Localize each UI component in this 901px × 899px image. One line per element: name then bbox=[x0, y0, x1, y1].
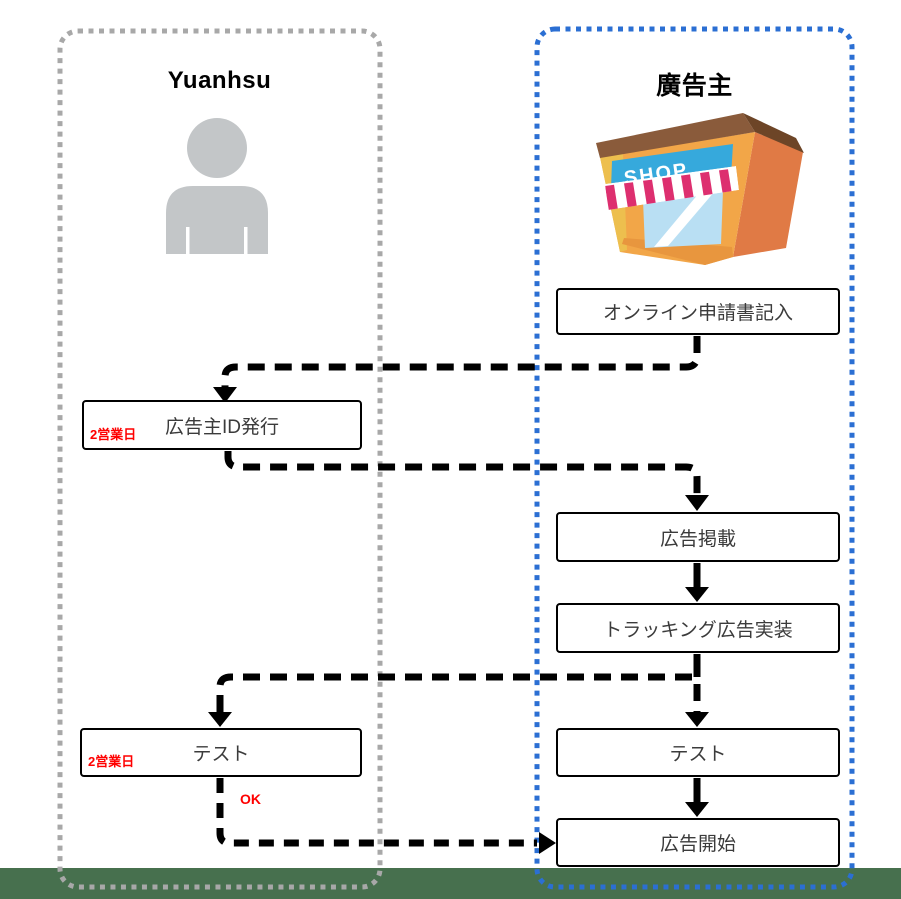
shop-icon: SHOP bbox=[596, 113, 804, 265]
lane-title-advertiser: 廣告主 bbox=[656, 72, 733, 100]
arrowhead-into-ad-start-left bbox=[539, 832, 556, 854]
shop-roof-side bbox=[743, 113, 804, 153]
person-head bbox=[187, 118, 247, 178]
arrowhead-into-ad-start-top bbox=[685, 802, 709, 817]
lane-title-yuanhsu: Yuanhsu bbox=[167, 67, 272, 94]
node-id-issue: 広告主ID発行 2営業日 bbox=[82, 400, 362, 450]
person-body bbox=[166, 186, 268, 254]
node-test-left: テスト 2営業日 bbox=[80, 728, 362, 777]
node-label: トラッキング広告実装 bbox=[603, 619, 793, 641]
node-tracking: トラッキング広告実装 bbox=[556, 603, 840, 653]
arrowhead-into-test-right bbox=[685, 712, 709, 727]
shop-side-wall bbox=[733, 132, 803, 257]
connector-test-left-to-ad-start bbox=[216, 778, 537, 847]
node-label: 広告主ID発行 bbox=[164, 416, 279, 438]
connector-id-issue-to-ad-publish bbox=[224, 451, 701, 497]
node-label: 広告開始 bbox=[659, 834, 736, 855]
person-icon bbox=[166, 118, 268, 254]
connector-online-form-to-id-issue bbox=[221, 336, 701, 390]
node-ad-start: 広告開始 bbox=[556, 818, 840, 867]
node-label: オンライン申請書記入 bbox=[602, 303, 793, 324]
person-arm-line bbox=[186, 227, 190, 254]
lane-left-border bbox=[57, 28, 383, 890]
shop-roof-front bbox=[596, 113, 755, 158]
sla-badge: 2営業日 bbox=[90, 427, 137, 442]
arrowhead-into-test-left bbox=[208, 712, 232, 727]
connector-tracking-to-test-left bbox=[216, 673, 692, 714]
node-label: テスト bbox=[192, 744, 250, 765]
node-test-right: テスト bbox=[556, 728, 840, 777]
shop-awning bbox=[605, 166, 739, 210]
arrowhead-into-ad-publish bbox=[685, 495, 709, 511]
arrowhead-into-id-issue bbox=[213, 387, 237, 403]
arrowhead-into-tracking bbox=[685, 587, 709, 602]
node-online-form: オンライン申請書記入 bbox=[556, 288, 840, 335]
node-ad-publish: 広告掲載 bbox=[556, 512, 840, 562]
person-arm-line bbox=[244, 227, 248, 254]
node-label: テスト bbox=[669, 744, 727, 765]
lane-right-border bbox=[534, 26, 855, 890]
footer-band bbox=[0, 868, 901, 899]
arrowheads bbox=[208, 387, 709, 854]
node-label: 広告掲載 bbox=[659, 528, 736, 550]
sla-badge: 2営業日 bbox=[88, 754, 135, 769]
shop-window-glare bbox=[654, 191, 715, 247]
flow-connectors bbox=[216, 336, 701, 847]
ok-result-label: OK bbox=[240, 791, 261, 807]
